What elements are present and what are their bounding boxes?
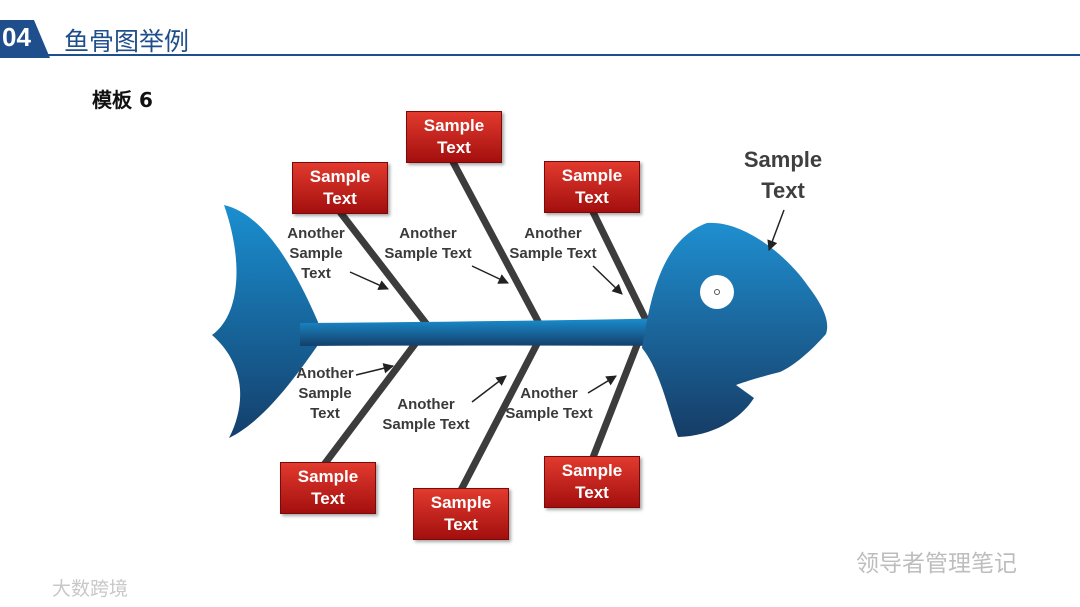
bone-lower-3 — [588, 341, 641, 464]
bone-label-upper-3: Another Sample Text — [509, 225, 597, 262]
bone-label-upper-1: Another Sample Text — [287, 225, 345, 282]
box-bottom-right: Sample Text — [544, 456, 640, 508]
bone-label-lower-1: Another Sample Text — [296, 365, 354, 422]
bone-label-lower-2: Another Sample Text — [382, 396, 470, 433]
arrow-upper-2 — [471, 265, 509, 284]
arrow-lower-3 — [587, 375, 617, 394]
arrows — [349, 209, 785, 403]
section-badge — [0, 20, 50, 58]
header-divider — [48, 54, 1080, 56]
template-label: 模板 6 — [92, 88, 153, 112]
arrow-lower-2 — [471, 375, 507, 403]
arrow-lower-1 — [355, 363, 395, 376]
page-title: 鱼骨图举例 — [64, 27, 190, 56]
fish-head-label: Sample Text — [743, 147, 823, 203]
bone-lower-2 — [456, 338, 542, 496]
bone-upper-2 — [449, 158, 544, 329]
fish-head — [642, 222, 828, 437]
arrow-upper-1 — [349, 271, 389, 290]
box-top-mid: Sample Text — [406, 111, 502, 163]
bone-lower-1 — [319, 336, 422, 470]
box-bottom-mid: Sample Text — [413, 488, 509, 540]
box-bottom-left: Sample Text — [280, 462, 376, 514]
box-top-left: Sample Text — [292, 162, 388, 214]
fish-pupil — [714, 289, 720, 295]
box-top-right: Sample Text — [544, 161, 640, 213]
fish-spine — [300, 318, 690, 346]
watermark-right: 领导者管理笔记 — [856, 551, 1017, 577]
bone-upper-1 — [336, 208, 432, 330]
bones — [319, 158, 652, 496]
fish-tail — [212, 205, 318, 438]
bone-label-upper-2: Another Sample Text — [384, 225, 472, 262]
bone-label-lower-3: Another Sample Text — [505, 385, 593, 422]
fish-eye — [700, 275, 734, 309]
bone-upper-3 — [589, 208, 652, 328]
arrow-head — [767, 209, 785, 251]
watermark-left: 大数跨境 — [52, 578, 129, 600]
section-number: 04 — [2, 22, 31, 52]
arrow-upper-3 — [592, 265, 623, 295]
